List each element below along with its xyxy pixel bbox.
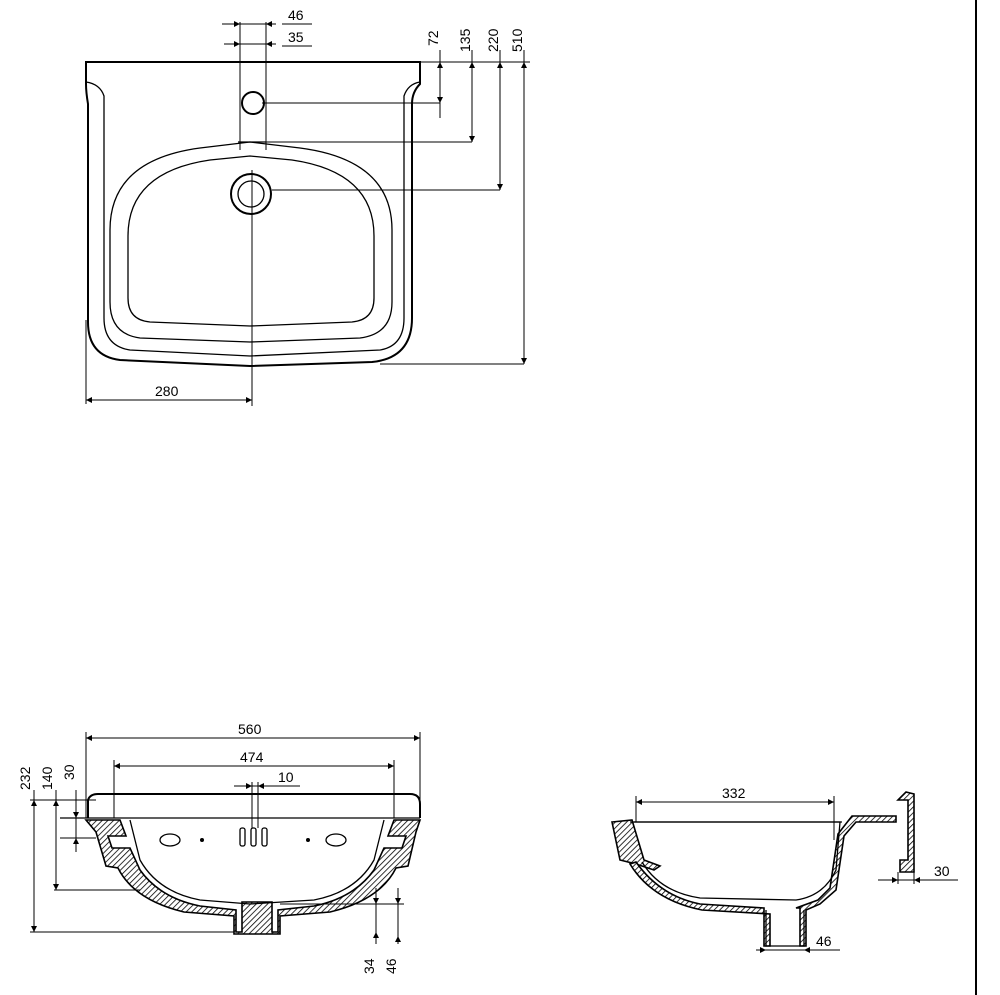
bowl-outer-edge bbox=[109, 141, 393, 343]
dim-arrows-bottom bbox=[373, 898, 401, 942]
dim-tap-hole-outer: 46 bbox=[288, 7, 304, 23]
side-section: 332 30 46 bbox=[611, 785, 958, 953]
dim-arrows-vertical bbox=[437, 62, 527, 364]
front-section: 560 474 10 232 140 30 34 46 bbox=[17, 721, 422, 974]
dim-tap-hole-offset: 72 bbox=[425, 30, 441, 46]
dim-waste-diameter-side: 46 bbox=[816, 933, 832, 949]
dim-tap-hole-inner: 35 bbox=[288, 29, 304, 45]
dim-arrows-left bbox=[31, 800, 79, 932]
dim-overall-width: 560 bbox=[238, 721, 262, 737]
dim-bowl-depth: 332 bbox=[722, 785, 746, 801]
side-front-lip bbox=[611, 819, 662, 871]
dim-waste-height: 34 bbox=[361, 958, 377, 974]
side-wall-bracket bbox=[896, 791, 915, 873]
basin-outline bbox=[85, 61, 421, 368]
overflow-slot-3 bbox=[261, 827, 268, 847]
dim-drain-offset: 220 bbox=[485, 28, 501, 52]
front-bowl-inner bbox=[129, 819, 385, 905]
dim-arrows-10 bbox=[246, 783, 264, 789]
overflow-hole-right bbox=[306, 838, 310, 842]
dim-bracket-thickness: 30 bbox=[934, 863, 950, 879]
overflow-hole-left bbox=[200, 838, 204, 842]
overflow-slot-1 bbox=[239, 827, 246, 847]
dim-tap-hole-width: 10 bbox=[278, 769, 294, 785]
drain-outer bbox=[230, 173, 272, 215]
tap-hole bbox=[241, 91, 265, 115]
side-waste-pipe bbox=[765, 910, 805, 947]
dim-rim-height: 30 bbox=[61, 764, 77, 780]
drain-inner bbox=[237, 180, 265, 208]
dim-fixing-height: 140 bbox=[39, 766, 55, 790]
side-bowl-wall bbox=[628, 861, 771, 947]
top-view: 46 35 72 135 220 510 280 bbox=[85, 7, 530, 406]
front-ceramic-section bbox=[84, 819, 422, 935]
bowl-inner-edge bbox=[127, 155, 375, 327]
front-top-rim bbox=[87, 793, 421, 818]
dim-arrows-30-side bbox=[892, 877, 920, 883]
fixing-hole-left bbox=[159, 833, 181, 847]
basin-rim-line bbox=[85, 81, 421, 357]
fixing-hole-right bbox=[325, 833, 347, 847]
overflow-slot-2 bbox=[250, 827, 257, 847]
dim-waste-diameter: 46 bbox=[383, 958, 399, 974]
dim-bowl-width: 474 bbox=[240, 749, 264, 765]
dim-height: 232 bbox=[17, 766, 33, 790]
dim-bowl-edge-offset: 135 bbox=[457, 28, 473, 52]
side-back-wall bbox=[795, 815, 897, 947]
dim-half-width: 280 bbox=[155, 383, 179, 399]
side-bowl-inner bbox=[634, 821, 841, 901]
dim-depth: 510 bbox=[509, 28, 525, 52]
